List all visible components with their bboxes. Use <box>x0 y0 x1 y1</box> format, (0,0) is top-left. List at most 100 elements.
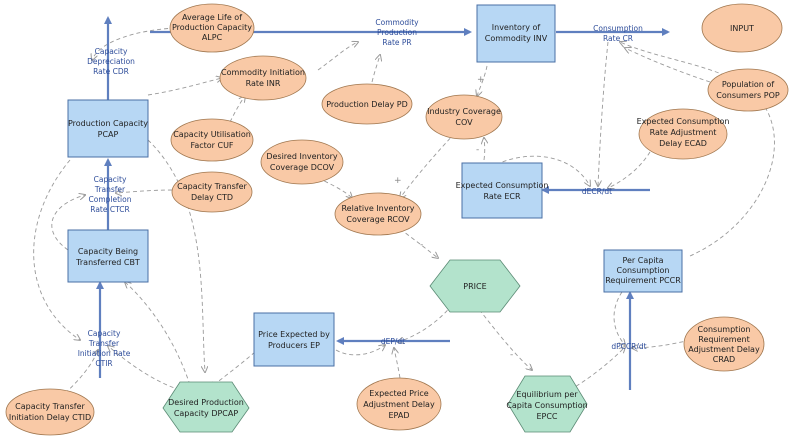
flow-label-cr[interactable]: Consumption Rate CR <box>593 24 643 43</box>
flow-decr-label-1: dECR/dt <box>582 187 612 196</box>
aux-crad-label-2: Requirement <box>698 335 749 344</box>
aux-alpc-label-3: ALPC <box>202 33 223 42</box>
link-dpcap-cbt <box>125 282 191 386</box>
hex-epcc[interactable]: Equilibrium per Capita Consumption EPCC <box>506 375 588 433</box>
sign-minus-price-epcc: - <box>510 350 513 360</box>
stock-inv-label-1: Inventory of <box>492 23 541 32</box>
stock-inv-label-2: Commodity INV <box>485 34 548 43</box>
aux-crad-label-1: Consumption <box>698 325 751 334</box>
aux-dcov-label-1: Desired Inventory <box>266 152 338 161</box>
stock-ecr[interactable]: Expected Consumption Rate ECR <box>456 162 549 219</box>
aux-cuf-label-1: Capacity Utilisation <box>173 130 251 139</box>
polarity-signs: + - + - - <box>394 75 513 360</box>
flow-ctir-label-2: Transfer <box>88 339 120 348</box>
hex-epcc-label-2: Capita Consumption <box>506 401 587 410</box>
flow-label-ctir[interactable]: Capacity Transfer Initiation Rate CTIR <box>78 329 131 368</box>
stock-ep-label-2: Producers EP <box>268 341 320 350</box>
aux-inr[interactable]: Commodity Initiation Rate INR <box>219 55 307 101</box>
aux-ctd[interactable]: Capacity Transfer Delay CTD <box>171 171 253 213</box>
hex-epcc-label-3: EPCC <box>536 412 557 421</box>
link-dpcap-ctir <box>108 346 181 391</box>
aux-pd-label-1: Production Delay PD <box>326 100 408 109</box>
aux-input[interactable]: INPUT <box>701 3 783 53</box>
flow-pr-label-3: Rate PR <box>382 38 411 47</box>
aux-cov-label-2: COV <box>455 118 473 127</box>
flow-cr-label-1: Consumption <box>593 24 643 33</box>
stock-ep[interactable]: Price Expected by Producers EP <box>253 312 335 367</box>
link-ecr-decr <box>489 155 590 186</box>
flow-label-decr[interactable]: dECR/dt <box>582 187 612 196</box>
hex-dpcap-label-2: Capacity DPCAP <box>174 409 239 418</box>
aux-inr-label-2: Rate INR <box>246 79 281 88</box>
aux-alpc[interactable]: Average Life of Production Capacity ALPC <box>169 3 255 53</box>
link-pccr-dpccr <box>613 291 625 345</box>
flow-cr-label-2: Rate CR <box>603 34 633 43</box>
sign-plus-inv-cov: + <box>477 75 485 85</box>
aux-ecad[interactable]: Expected Consumption Rate Adjustment Del… <box>637 108 730 160</box>
aux-epad-label-1: Expected Price <box>369 389 428 398</box>
hex-price[interactable]: PRICE <box>429 259 521 313</box>
flow-label-depdt[interactable]: dEP/dt <box>381 337 405 346</box>
flow-ctcr-label-1: Capacity <box>94 175 127 184</box>
stock-ecr-label-2: Rate ECR <box>483 192 521 201</box>
flow-ctir-label-3: Initiation Rate <box>78 349 131 358</box>
link-ecad-decr <box>608 151 651 188</box>
aux-inr-label-1: Commodity Initiation <box>221 68 305 77</box>
aux-alpc-label-2: Production Capacity <box>172 23 252 32</box>
aux-epad[interactable]: Expected Price Adjustment Delay EPAD <box>356 377 442 431</box>
aux-cuf[interactable]: Capacity Utilisation Factor CUF <box>170 118 254 162</box>
aux-rcov-label-2: Coverage RCOV <box>346 215 410 224</box>
aux-crad-label-4: CRAD <box>713 355 735 364</box>
link-pop-cr <box>625 48 711 83</box>
aux-ctd-label-2: Delay CTD <box>191 193 233 202</box>
link-cr-decr <box>598 41 609 186</box>
hex-dpcap-label-1: Desired Production <box>168 398 244 407</box>
link-ep-depdt <box>335 345 385 356</box>
stock-inv[interactable]: Inventory of Commodity INV <box>476 4 556 63</box>
flow-label-pr[interactable]: Commodity Production Rate PR <box>375 18 419 47</box>
aux-cov[interactable]: Industry Coverage COV <box>425 94 503 140</box>
aux-cuf-label-2: Factor CUF <box>190 141 233 150</box>
aux-dcov[interactable]: Desired Inventory Coverage DCOV <box>260 139 344 185</box>
aux-crad[interactable]: Consumption Requirement Adjustment Delay… <box>683 316 765 372</box>
hex-price-label-1: PRICE <box>463 282 486 291</box>
aux-dcov-label-2: Coverage DCOV <box>270 163 335 172</box>
flow-cdr-label-3: Rate CDR <box>93 67 129 76</box>
flow-ctir-label-4: CTIR <box>95 359 112 368</box>
aux-rcov-label-1: Relative Inventory <box>341 204 414 213</box>
flow-label-dpccr[interactable]: dPCCR/dt <box>611 342 646 351</box>
flow-label-ctcr[interactable]: Capacity Transfer Completion Rate CTCR <box>89 175 132 214</box>
link-ctid-ctir <box>59 350 98 399</box>
stock-ecr-label-1: Expected Consumption <box>456 181 549 190</box>
link-price-depdt <box>398 304 453 342</box>
link-alpc-cdr <box>92 27 176 60</box>
hex-dpcap[interactable]: Desired Production Capacity DPCAP <box>162 381 250 433</box>
flow-depdt-label-1: dEP/dt <box>381 337 405 346</box>
stock-cbt[interactable]: Capacity Being Transferred CBT <box>67 229 149 283</box>
stock-pcap[interactable]: Production Capacity PCAP <box>67 99 149 158</box>
aux-crad-label-3: Adjustment Delay <box>688 345 760 354</box>
stock-pccr-label-3: Requirement PCCR <box>605 276 681 285</box>
aux-pop[interactable]: Population of Consumers POP <box>707 68 789 112</box>
sign-minus-ecr-cov: - <box>476 145 479 155</box>
flow-cdr-label-1: Capacity <box>95 47 128 56</box>
flow-label-cdr[interactable]: Capacity Depreciation Rate CDR <box>87 47 135 76</box>
aux-pd[interactable]: Production Delay PD <box>321 83 413 125</box>
stock-pccr-label-1: Per Capita <box>622 256 663 265</box>
stock-pcap-label-2: PCAP <box>98 130 119 139</box>
aux-pop-label-2: Consumers POP <box>716 91 780 100</box>
aux-rcov[interactable]: Relative Inventory Coverage RCOV <box>334 192 422 236</box>
aux-ecad-label-3: Delay ECAD <box>659 139 707 148</box>
flow-pr-label-2: Production <box>377 28 417 37</box>
aux-ctid[interactable]: Capacity Transfer Initiation Delay CTID <box>5 388 95 436</box>
link-pd-pr <box>371 55 380 83</box>
flow-ctcr-label-2: Transfer <box>94 185 126 194</box>
flow-dpccr-label-1: dPCCR/dt <box>611 342 646 351</box>
link-cov-rcov <box>400 132 456 198</box>
stock-pccr[interactable]: Per Capita Consumption Requirement PCCR <box>603 249 683 293</box>
stock-cbt-label-2: Transferred CBT <box>75 258 140 267</box>
link-crad-dpccr <box>632 339 691 348</box>
aux-pop-label-1: Population of <box>722 80 774 89</box>
